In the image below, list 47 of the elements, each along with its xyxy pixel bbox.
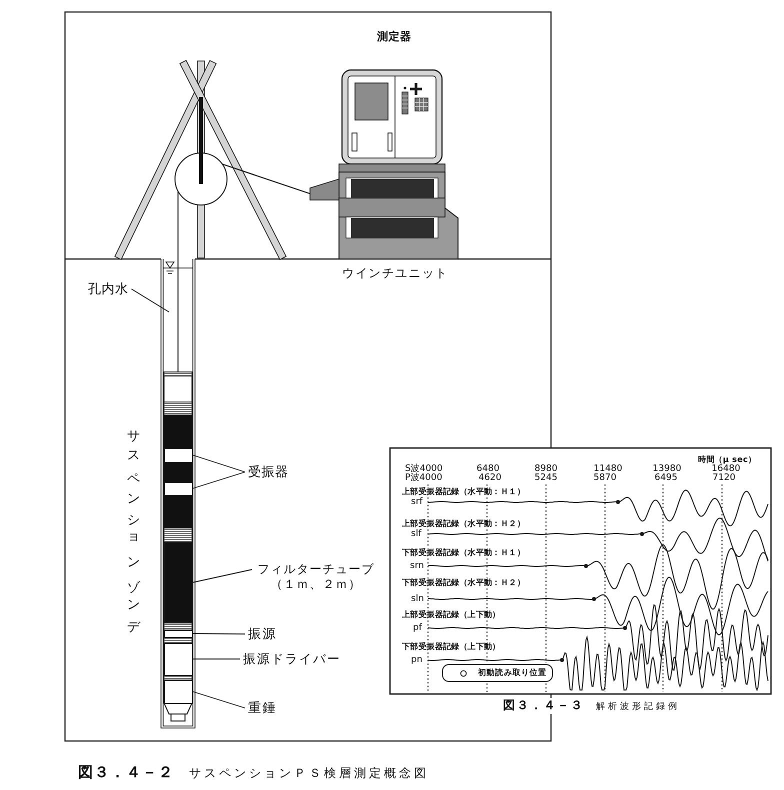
part-label: 測定器: [377, 30, 412, 42]
leader-line: [192, 658, 240, 660]
sonde-segment: [164, 542, 192, 623]
legend-label: 初動読み取り位置: [478, 669, 547, 677]
trace-title: 下部受振器記録（水平動：Ｈ２）: [402, 579, 525, 587]
part-label: サスペンションゾンデ: [126, 420, 140, 632]
part-label: 振源: [248, 628, 277, 640]
tick-label: 6480: [476, 464, 500, 474]
tick-label: 11480: [594, 464, 622, 474]
tick-label: 7120: [712, 474, 736, 483]
trace-name: sln: [411, 594, 424, 604]
trace-name: srn: [410, 562, 424, 570]
trace-name: slf: [411, 530, 422, 538]
leader-line: [192, 691, 246, 708]
part-label: ウインチユニット: [342, 267, 448, 279]
tick-label: 6495: [654, 474, 678, 483]
trace-title: 下部受振器記録（上下動）: [402, 643, 500, 651]
tick-label: 4620: [478, 474, 502, 483]
leader-line: [192, 569, 252, 583]
part-label: 孔内水: [88, 282, 128, 296]
figure-caption: 図３．４－２ サスペンションＰＳ検層測定概念図: [78, 764, 429, 780]
trace-title: 上部受振器記録（上下動）: [402, 611, 500, 619]
sonde-segment: [164, 448, 192, 462]
tick-label: 5245: [534, 474, 558, 483]
sonde-segment: [164, 482, 192, 496]
trace-title: 上部受振器記録（水平動：Ｈ１）: [402, 488, 525, 496]
tick-label: P波4000: [405, 474, 442, 483]
tick-label: S波4000: [405, 464, 443, 474]
part-label: 振源ドライバー: [243, 652, 341, 666]
leader-line: [192, 454, 246, 472]
leader-line: [192, 472, 246, 489]
leader-line: [192, 633, 246, 634]
tick-label: 13980: [652, 464, 682, 474]
tick-label: 5870: [594, 474, 616, 483]
part-label: フィルターチューブ（１ｍ、２ｍ）: [255, 562, 377, 592]
trace-name: pf: [413, 624, 422, 632]
tick-label: 8980: [534, 464, 558, 474]
sonde-segment: [164, 642, 192, 676]
part-label: 重錘: [248, 702, 277, 714]
tick-label: 16480: [712, 464, 740, 474]
trace-title: 下部受振器記録（水平動：Ｈ１）: [402, 549, 525, 557]
trace-name: srf: [411, 498, 423, 506]
leader-line: [131, 288, 170, 312]
trace-title: 上部受振器記録（水平動：Ｈ２）: [402, 520, 525, 528]
trace-name: pn: [411, 656, 422, 664]
part-label: 受振器: [248, 466, 288, 478]
axis-label: 時間（μ sec）: [698, 456, 756, 464]
